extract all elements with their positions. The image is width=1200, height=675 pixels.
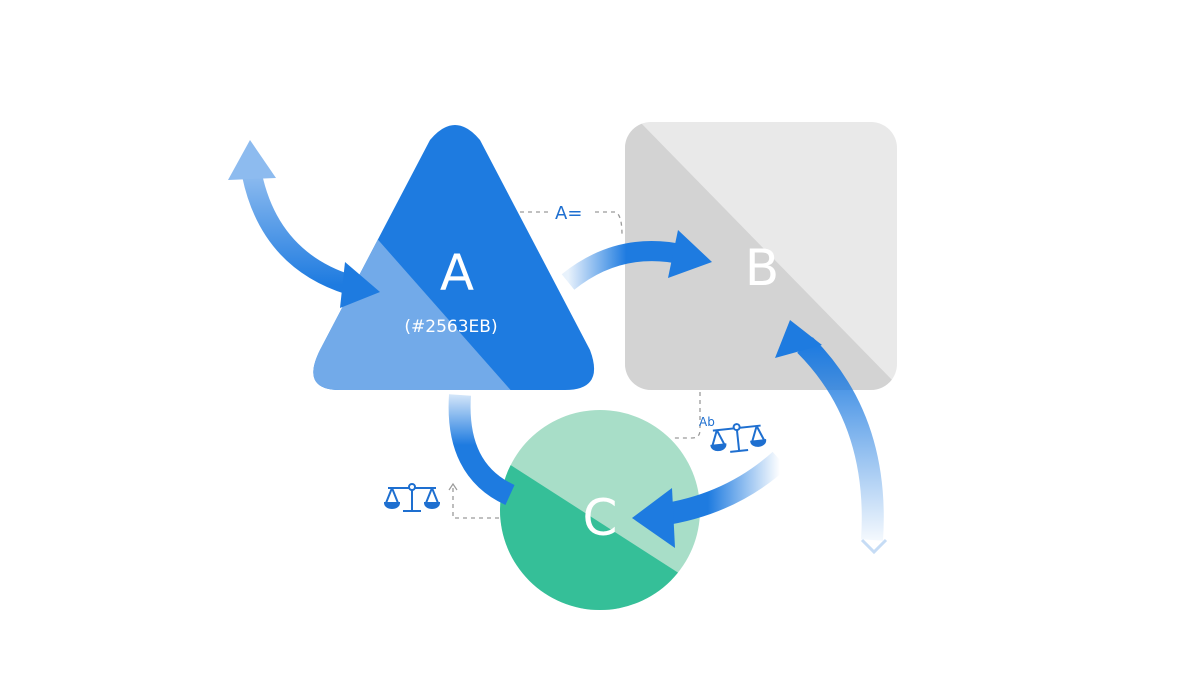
annotation-a-equals: A= [555,203,582,224]
arrow-into-a [228,140,380,308]
arrow-a-to-c [448,394,515,506]
connector-b-c [672,392,701,439]
node-a-sublabel: (#2563EB) [404,317,497,337]
arrow-into-c [632,451,788,548]
balance-scale-icon [710,423,767,453]
arrow-into-b [775,320,888,555]
connector-c-scale [452,488,500,519]
node-b-label: B [745,239,779,297]
arrow-a-to-b [561,230,712,290]
balance-scale-icon [383,483,441,512]
node-a-label: A [440,244,474,302]
annotation-ab: Ab [699,415,715,429]
node-b[interactable] [625,122,897,390]
connector-a-b [520,211,623,236]
node-c-label: C [583,489,618,547]
